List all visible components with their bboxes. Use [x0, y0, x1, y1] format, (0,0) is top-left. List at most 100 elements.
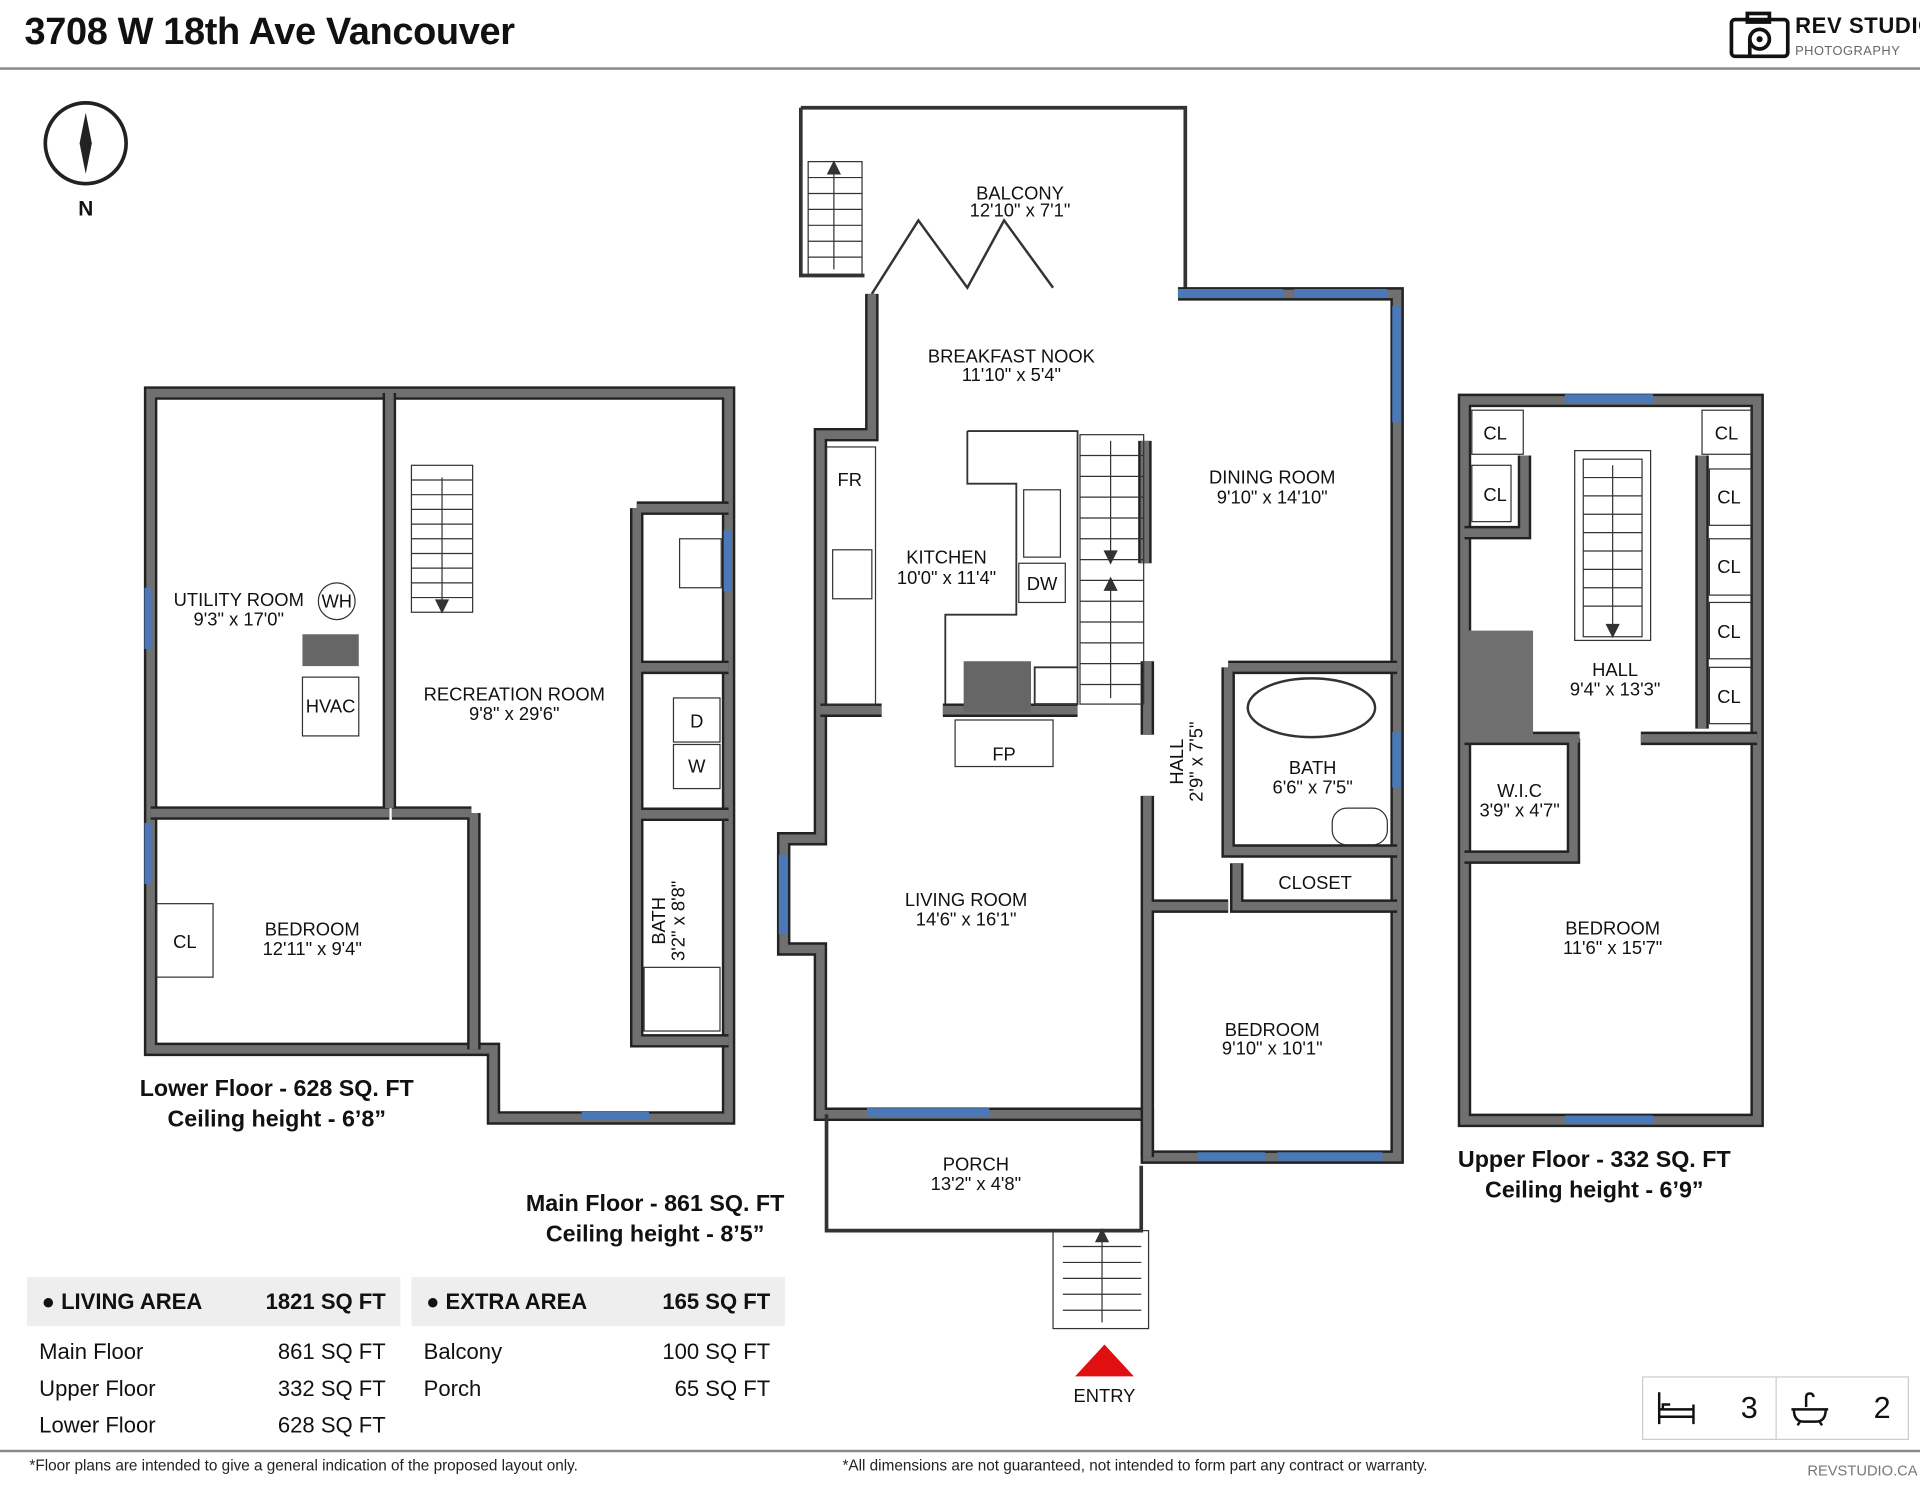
- room-name: HALL: [1592, 659, 1638, 680]
- room-name: HALL: [1166, 739, 1187, 785]
- window: [723, 530, 732, 592]
- porch-outline: [824, 1114, 1144, 1233]
- wall-block: [1464, 630, 1534, 739]
- room-dims: 3'2" x 8'8": [667, 881, 688, 961]
- upper-floor-plan: CL CL CL CL CL CL CL HALL 9'4" x 13'3" W…: [1457, 393, 1764, 1128]
- entry-stairs: [1052, 1228, 1150, 1330]
- dimensions-disclaimer: *All dimensions are not guaranteed, not …: [842, 1457, 1428, 1475]
- window: [1294, 288, 1388, 298]
- room-dims: 11'6" x 15'7": [1563, 937, 1662, 958]
- extra-area-title: ● EXTRA AREA: [426, 1288, 588, 1314]
- window: [144, 822, 152, 885]
- shower: [643, 966, 721, 1032]
- room-dims: 14'6" x 16'1": [916, 909, 1017, 930]
- wall-outline: [1457, 393, 1764, 1128]
- main-floor-plan: FR DW FP BALCONY 12'10" x 7'1" BREAKFAST…: [776, 105, 1404, 1406]
- footer-divider: [0, 1449, 1920, 1453]
- window: [1197, 1152, 1265, 1161]
- dishwasher: [1018, 562, 1066, 604]
- bathroom-count: 2: [1774, 1377, 1908, 1439]
- upper-closets: [1471, 409, 1752, 725]
- fridge-label: FR: [838, 469, 862, 490]
- room-dims: 12'10" x 7'1": [970, 200, 1071, 221]
- ceiling-height: Ceiling height - 8’5”: [545, 1222, 765, 1248]
- room-dims: 11'10" x 5'4": [962, 364, 1061, 385]
- camera-logo-icon: [1729, 11, 1790, 59]
- room-name: UTILITY ROOM: [174, 589, 304, 610]
- washer: [672, 743, 721, 790]
- closet-label: CL: [1483, 423, 1506, 444]
- stove-icon: [832, 549, 873, 600]
- lower-floor-plan: WH HVAC D W CL UTILITY ROOM 9'3" x 17'0"…: [143, 386, 736, 1125]
- kitchen-counter: [944, 430, 1079, 706]
- room-dims: 9'10" x 10'1": [1222, 1037, 1323, 1058]
- header-divider: [0, 67, 1920, 70]
- bed-icon: [1657, 1392, 1695, 1425]
- wall: [146, 388, 733, 1123]
- fireplace-label: FP: [992, 743, 1015, 764]
- extra-area-total: 165 SQ FT: [662, 1288, 771, 1314]
- window: [1392, 306, 1401, 423]
- lower-floor-label: Lower Floor - 628 SQ. FT Ceiling height …: [93, 1074, 460, 1135]
- hvac-unit: [301, 676, 360, 737]
- kitchen-counter-left: [825, 446, 877, 705]
- wall: [779, 289, 1402, 1162]
- fireplace: [954, 719, 1054, 768]
- room-name: BALCONY: [976, 183, 1064, 204]
- wall-outline: [150, 393, 729, 1050]
- room-dims: 12'11" x 9'4": [263, 938, 362, 959]
- room-dims: 13'2" x 4'8": [931, 1173, 1021, 1194]
- room-name: BATH: [1289, 757, 1337, 778]
- entry-arrow-icon: [1075, 1344, 1134, 1377]
- brand-logo: REV STUDIO PHOTOGRAPHY: [1729, 10, 1920, 61]
- window: [1277, 1152, 1383, 1161]
- window: [1392, 732, 1401, 788]
- bathtub: [1246, 677, 1377, 739]
- closet: [156, 903, 214, 978]
- wall: [1460, 396, 1762, 1125]
- window: [866, 1108, 990, 1117]
- living-area-title: ● LIVING AREA: [41, 1288, 203, 1314]
- folding-door: [870, 218, 1055, 295]
- living-area-total: 1821 SQ FT: [265, 1288, 386, 1314]
- water-heater: [317, 582, 356, 621]
- room-name: PORCH: [943, 1154, 1009, 1175]
- window: [1564, 1115, 1654, 1125]
- floor-area: Main Floor - 861 SQ. FT: [525, 1191, 785, 1218]
- window: [1564, 394, 1654, 403]
- logo-title: REV STUDIO: [1795, 13, 1920, 38]
- closet-label: CL: [1717, 621, 1740, 642]
- bedroom-count: 3: [1643, 1378, 1775, 1439]
- room-counts: 3 2: [1642, 1376, 1909, 1441]
- room-name: RECREATION ROOM: [424, 683, 605, 704]
- dryer-label: D: [690, 710, 703, 731]
- room-name: DINING ROOM: [1209, 467, 1335, 488]
- chimney: [963, 661, 1032, 713]
- bathtub-icon: [1790, 1392, 1828, 1426]
- website-link[interactable]: REVSTUDIO.CA: [1807, 1462, 1918, 1480]
- window: [1177, 288, 1284, 298]
- main-floor-label: Main Floor - 861 SQ. FT Ceiling height -…: [471, 1189, 838, 1250]
- closet-label: CL: [173, 931, 196, 952]
- room-dims: 9'3" x 17'0": [194, 609, 284, 630]
- closet-label: CL: [1715, 423, 1738, 444]
- room-dims: 9'10" x 14'10": [1217, 486, 1328, 507]
- room-name: BATH: [648, 897, 669, 945]
- room-name: KITCHEN: [906, 546, 987, 567]
- window: [581, 1111, 649, 1120]
- ceiling-height: Ceiling height - 6’9”: [1485, 1177, 1704, 1204]
- washer-label: W: [688, 756, 706, 777]
- logo-subtitle: PHOTOGRAPHY: [1795, 44, 1901, 59]
- room-dims: 9'4" x 13'3": [1570, 679, 1660, 700]
- room-name: BEDROOM: [1225, 1019, 1320, 1040]
- wall: [150, 393, 729, 1050]
- room-name: W.I.C: [1497, 780, 1542, 801]
- layout-disclaimer: *Floor plans are intended to give a gene…: [29, 1457, 578, 1475]
- hvac-label: HVAC: [306, 696, 356, 717]
